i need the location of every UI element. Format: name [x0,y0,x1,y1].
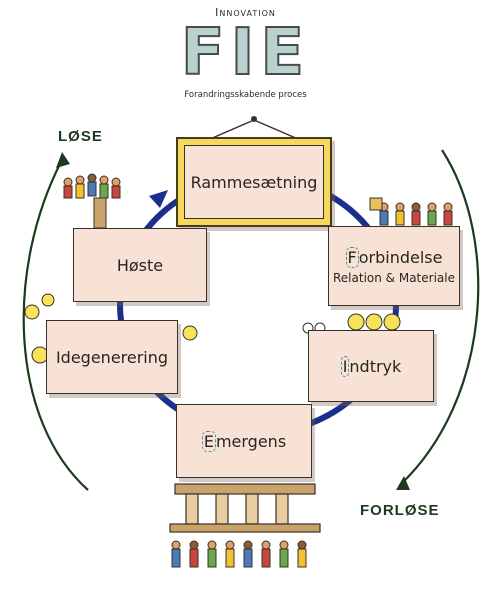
subtitle: Forandringsskabende proces [184,90,307,100]
forlose-arc-arrow [399,149,480,486]
faces-indtryk [302,313,401,334]
frame-nail [251,116,257,122]
step-hoste-label: Høste [116,255,164,275]
people-group-emergens [171,540,307,568]
step-forbindelse-rest: orbindelse [358,247,443,267]
people-group-forbindelse [369,197,453,226]
step-indtryk-initial: I [340,355,350,377]
step-rammesaetning: Rammesætning [184,145,324,219]
step-rammesaetning-label: Rammesætning [190,172,318,192]
lose-arrowhead [56,152,70,168]
step-forbindelse-sublabel: Relation & Materiale [333,270,455,285]
lose-arc-arrow [22,159,89,491]
people-group-hoste [63,173,121,229]
cycle-arrowhead [149,190,168,208]
step-indtryk-rest: ndtryk [349,356,402,376]
step-hoste: Høste [73,228,207,302]
label-lose: LØSE [58,128,103,145]
step-forbindelse-initial: F [345,246,359,268]
step-emergens-initial: E [201,430,216,452]
logo-fie: FIE [180,16,311,90]
forlose-arrowhead [396,476,410,490]
step-idegenerering-label: Idegenerering [55,347,169,367]
step-emergens-rest: mergens [215,431,287,451]
label-forlose: FORLØSE [360,502,440,519]
emergens-pedestal [169,483,321,533]
frame-rammesaetning: Rammesætning [176,137,332,227]
header-innovation: Innovation [215,6,276,19]
lightbulbs-idegenerering [24,293,198,364]
step-idegenerering: Idegenerering [46,320,178,394]
